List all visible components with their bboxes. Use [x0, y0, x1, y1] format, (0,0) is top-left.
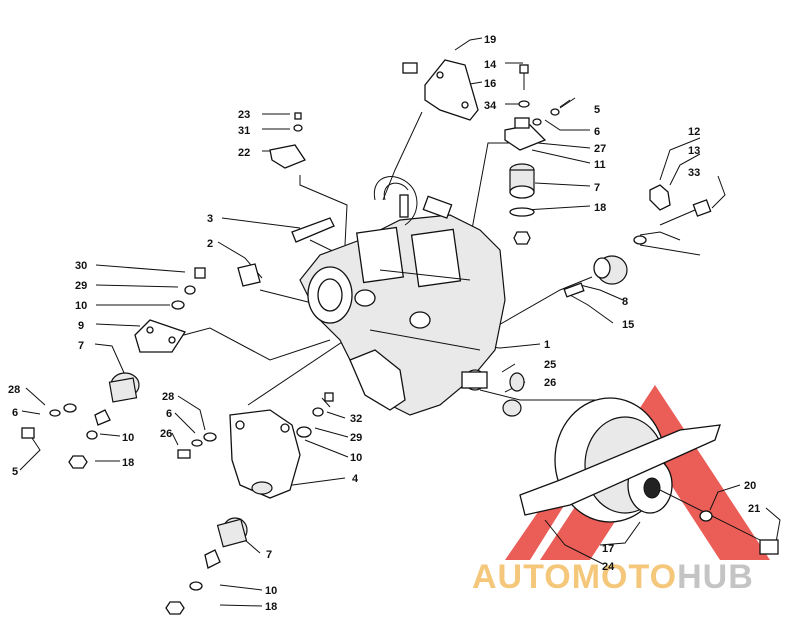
callout-15: 15	[622, 319, 634, 331]
part-decal-2	[237, 263, 261, 287]
callout-13: 13	[688, 145, 700, 157]
callout-28-left: 28	[8, 384, 20, 396]
part-bracket-11	[504, 97, 576, 151]
callout-28-mid: 28	[162, 391, 174, 403]
callout-6-mid: 6	[166, 408, 172, 420]
callout-2: 2	[207, 238, 213, 250]
callout-17: 17	[602, 543, 614, 555]
callout-7-top: 7	[594, 182, 600, 194]
callout-18-bottom: 18	[265, 601, 277, 613]
callout-10-bottom: 10	[265, 585, 277, 597]
callout-6-top: 6	[594, 126, 600, 138]
callout-12: 12	[688, 126, 700, 138]
callout-32: 32	[350, 413, 362, 425]
callout-11: 11	[594, 159, 606, 171]
callout-10-lower: 10	[122, 432, 134, 444]
callout-8: 8	[622, 296, 628, 308]
callout-29-mid: 29	[350, 432, 362, 444]
callout-7-left: 7	[78, 340, 84, 352]
callout-7-bottom: 7	[266, 549, 272, 561]
callout-9: 9	[78, 320, 84, 332]
part-mount-8	[563, 255, 628, 298]
callout-23: 23	[238, 109, 250, 121]
callout-26-label: 26	[544, 377, 556, 389]
callout-22: 22	[238, 147, 250, 159]
part-bolt-33	[633, 199, 712, 245]
callout-10-mid: 10	[350, 452, 362, 464]
callout-18-top: 18	[594, 202, 606, 214]
part-mount-plate-16	[402, 59, 479, 121]
callout-25: 25	[544, 359, 556, 371]
callout-20: 20	[744, 480, 756, 492]
callout-34: 34	[484, 100, 497, 112]
callout-19: 19	[484, 34, 496, 46]
part-mount-7-left	[21, 372, 140, 469]
callout-3: 3	[207, 213, 213, 225]
callout-1: 1	[544, 339, 550, 351]
callout-16: 16	[484, 78, 496, 90]
watermark-auto: AUTO	[472, 558, 572, 596]
callout-30: 30	[75, 260, 87, 272]
part-bracket-12-13	[639, 184, 701, 256]
part-decal-3	[291, 217, 335, 243]
watermark-hub: HUB	[677, 558, 754, 596]
callout-27: 26	[160, 428, 172, 440]
callout-6-left: 6	[12, 407, 18, 419]
part-mount-7-top	[509, 163, 535, 245]
callout-numbers: 19 14 16 34 5 6 27 11 7 18 12 13 33 23 3…	[8, 34, 760, 613]
callout-29-left: 29	[75, 280, 87, 292]
part-bracket-4	[177, 392, 334, 499]
callout-28-top: 27	[594, 143, 606, 155]
callout-24: 24	[602, 561, 615, 573]
callout-14: 14	[484, 59, 497, 71]
part-plate-9	[134, 319, 186, 353]
part-bolt-14	[518, 64, 530, 108]
callout-31: 31	[238, 125, 250, 137]
part-mount-7-bottom	[165, 517, 248, 615]
callout-33: 33	[688, 167, 700, 179]
watermark-moto: MOTO	[572, 558, 677, 596]
callout-18-left: 18	[122, 457, 134, 469]
callout-21: 21	[748, 503, 760, 515]
callout-10-left: 10	[75, 300, 87, 312]
part-drive-clutch-17	[519, 397, 779, 555]
callout-4-label: 4	[352, 473, 359, 485]
callout-5-left: 5	[12, 466, 18, 478]
part-plate-22	[269, 112, 306, 169]
svg-text:AUTOMOTOHUB: AUTOMOTOHUB	[472, 558, 754, 596]
engine-block	[299, 176, 525, 417]
callout-5-top: 5	[594, 104, 600, 116]
part-bolt-30	[171, 267, 206, 310]
parts	[21, 59, 779, 615]
